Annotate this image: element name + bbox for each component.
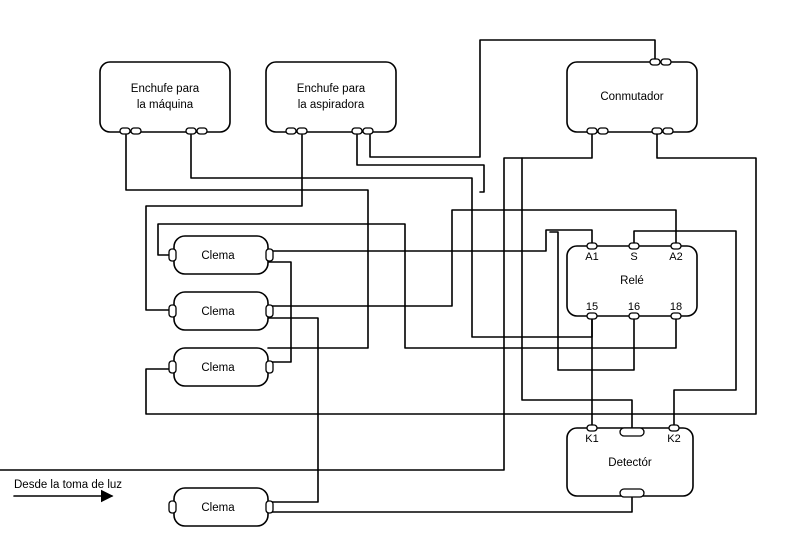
terminal	[119, 127, 131, 135]
terminal	[660, 58, 672, 66]
terminal	[651, 127, 663, 135]
rele-label: Relé	[620, 275, 644, 287]
wire-clema-2-to-rele-s	[267, 209, 677, 307]
terminal	[670, 312, 682, 320]
terminal	[168, 360, 177, 374]
detector-pin-k1: K1	[585, 433, 598, 445]
terminal	[668, 424, 680, 432]
terminal	[265, 360, 274, 374]
terminal	[351, 127, 363, 135]
clema-1: Clema	[168, 235, 274, 275]
supply-label: Desde la toma de luz	[14, 479, 122, 491]
wire-clema-1-to-clema-2	[267, 261, 292, 363]
terminal	[586, 242, 598, 250]
terminal	[362, 127, 374, 135]
terminal	[185, 127, 197, 135]
terminal	[628, 242, 640, 250]
terminal	[265, 248, 274, 262]
terminal	[649, 58, 661, 66]
terminal	[670, 242, 682, 250]
wire-aspiradora-to-rele-18	[356, 134, 485, 193]
rele-pin-a2: A2	[669, 251, 682, 263]
terminal	[265, 304, 274, 318]
wires	[0, 39, 757, 513]
enchufe-aspiradora-label-1: Enchufe para	[297, 83, 366, 95]
detector-label: Detectór	[608, 457, 652, 469]
terminal	[196, 127, 208, 135]
wire-aspiradora-to-clema-2	[145, 134, 303, 311]
terminal	[586, 424, 598, 432]
wire-detector-top	[521, 157, 633, 429]
clema-2: Clema	[168, 291, 274, 331]
enchufe-maquina: Enchufe para la máquina	[99, 61, 231, 135]
terminal	[168, 248, 177, 262]
wire-clema-4-to-detector	[267, 493, 633, 513]
wire-aspiradora-to-conmutador	[369, 39, 656, 158]
rele-pin-s: S	[630, 251, 637, 263]
clema-1-label: Clema	[201, 250, 235, 262]
clema-2-label: Clema	[201, 306, 235, 318]
wire-clema-1-to-rele-a2	[157, 223, 677, 349]
terminal	[619, 488, 645, 498]
clema-3: Clema	[168, 347, 274, 387]
terminal	[586, 312, 598, 320]
clema-4: Clema	[168, 487, 274, 527]
wire-conmutador-to-k2	[145, 132, 757, 415]
rele-pin-a1: A1	[585, 251, 598, 263]
conmutador: Conmutador	[566, 58, 698, 135]
rele-pin-16: 16	[628, 301, 640, 313]
terminal	[662, 127, 674, 135]
terminal	[619, 427, 645, 437]
enchufe-aspiradora-label-2: la aspiradora	[298, 99, 365, 111]
conmutador-label: Conmutador	[600, 91, 663, 103]
rele: A1 S A2 Relé 15 16 18	[566, 242, 698, 320]
supply: Desde la toma de luz	[13, 479, 122, 503]
wire-conmutador-to-supply	[0, 132, 593, 471]
terminal	[168, 500, 177, 514]
wire-clema-1-to-rele-a1	[267, 229, 593, 252]
terminal	[296, 127, 308, 135]
terminal	[130, 127, 142, 135]
terminal	[586, 127, 598, 135]
enchufe-aspiradora: Enchufe para la aspiradora	[265, 61, 397, 135]
wire-rele-s-to-k1	[633, 230, 737, 429]
terminal	[168, 304, 177, 318]
terminal	[628, 312, 640, 320]
wire-rele-16-to-k1	[549, 231, 635, 371]
detector-pin-k2: K2	[667, 433, 680, 445]
terminal	[597, 127, 609, 135]
rele-pin-18: 18	[670, 301, 682, 313]
clema-3-label: Clema	[201, 362, 235, 374]
rele-pin-15: 15	[586, 301, 598, 313]
enchufe-maquina-label-1: Enchufe para	[131, 83, 200, 95]
terminal	[285, 127, 297, 135]
terminal	[265, 500, 274, 514]
wire-clema-2-to-clema-4	[267, 317, 319, 503]
detector: K1 K2 Detectór	[566, 424, 694, 498]
wire-maquina-to-clema-2	[125, 134, 369, 349]
clema-4-label: Clema	[201, 502, 235, 514]
enchufe-maquina-label-2: la máquina	[137, 99, 194, 111]
